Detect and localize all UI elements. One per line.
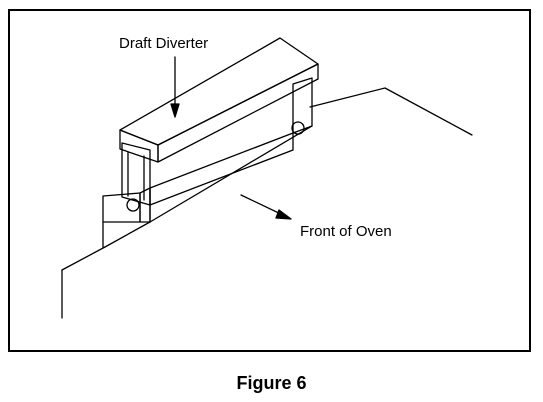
diverter-base-block xyxy=(102,187,151,248)
draft-diverter-leader xyxy=(170,56,180,118)
figure-caption: Figure 6 xyxy=(236,373,307,393)
draft-diverter xyxy=(119,37,319,223)
draft-diverter-label: Draft Diverter xyxy=(119,35,209,52)
front-of-oven-label: Front of Oven xyxy=(300,223,392,240)
oven-body-outline xyxy=(61,87,473,319)
front-of-oven-arrow xyxy=(240,194,292,220)
figure-frame xyxy=(8,9,531,352)
